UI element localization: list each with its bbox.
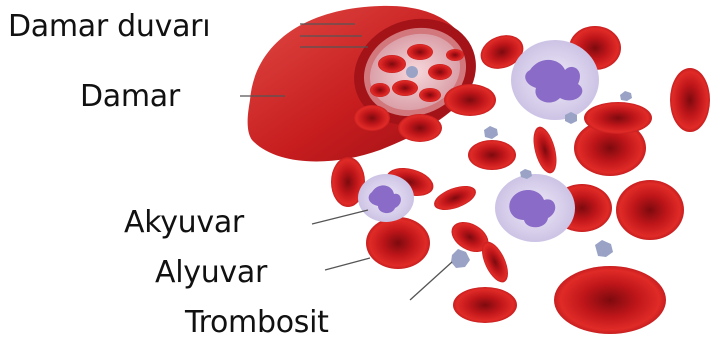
platelet: [484, 126, 498, 139]
white-blood-cell: [511, 40, 599, 120]
red-blood-cell: [398, 114, 442, 142]
platelet: [451, 249, 470, 268]
label-white-cell: Akyuvar: [124, 206, 244, 240]
label-red-cell: Alyuvar: [155, 256, 267, 290]
red-blood-cell: [616, 180, 684, 240]
leader-line-platelet: [410, 262, 452, 300]
leader-line-white-cell: [312, 210, 368, 224]
red-blood-cell: [431, 181, 479, 215]
label-vessel: Damar: [80, 80, 180, 114]
red-blood-cell: [554, 266, 666, 334]
vessel: [248, 2, 491, 162]
label-vessel-wall: Damar duvarı: [8, 10, 210, 44]
red-blood-cell: [468, 140, 516, 170]
red-blood-cell: [354, 105, 390, 131]
platelet: [620, 91, 632, 101]
red-blood-cell: [453, 287, 517, 323]
label-platelet: Trombosit: [185, 306, 329, 340]
red-blood-cell: [366, 217, 430, 269]
red-blood-cell: [584, 102, 652, 134]
white-blood-cell: [495, 174, 575, 242]
red-blood-cell: [670, 68, 710, 132]
leader-line-red-cell: [325, 258, 370, 270]
white-blood-cell: [358, 174, 414, 222]
red-blood-cell: [529, 124, 561, 176]
platelet: [595, 240, 613, 257]
red-blood-cell: [444, 84, 496, 116]
